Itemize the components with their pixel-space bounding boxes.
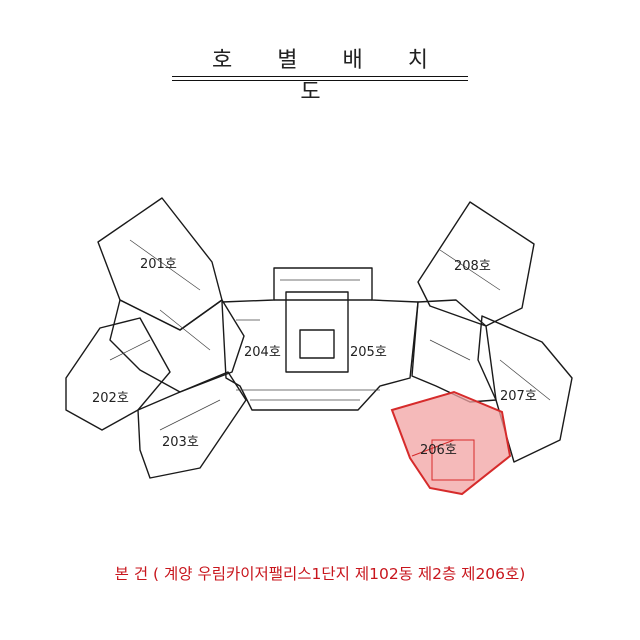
unit-label-203: 203호 xyxy=(162,435,199,450)
title-underline-bottom xyxy=(172,80,468,81)
plan-detail-lines xyxy=(109,239,551,431)
unit-label-204: 204호 xyxy=(244,345,281,360)
unit-206-highlight xyxy=(390,390,512,496)
title-underline-top xyxy=(172,76,468,77)
right-wing-core xyxy=(411,299,497,403)
unit-label-201: 201호 xyxy=(140,257,177,272)
unit-208-outline xyxy=(417,201,535,327)
unit-202-outline xyxy=(65,317,171,431)
unit-label-208: 208호 xyxy=(454,259,491,274)
unit-label-206: 206호 xyxy=(420,443,457,458)
unit-label-205: 205호 xyxy=(350,345,387,360)
page-title: 호 별 배 치 도 xyxy=(172,42,468,106)
unit-207-outline xyxy=(477,315,573,463)
unit-label-202: 202호 xyxy=(92,391,129,406)
central-core-outline xyxy=(221,267,419,411)
central-stair xyxy=(285,291,349,373)
subject-property-caption: 본 건 ( 계양 우림카이저팰리스1단지 제102동 제2층 제206호) xyxy=(114,565,526,583)
page-title-text: 호 별 배 치 도 xyxy=(212,48,447,105)
central-elevator xyxy=(299,329,335,359)
unit-label-207: 207호 xyxy=(500,389,537,404)
left-wing-core xyxy=(109,299,245,393)
